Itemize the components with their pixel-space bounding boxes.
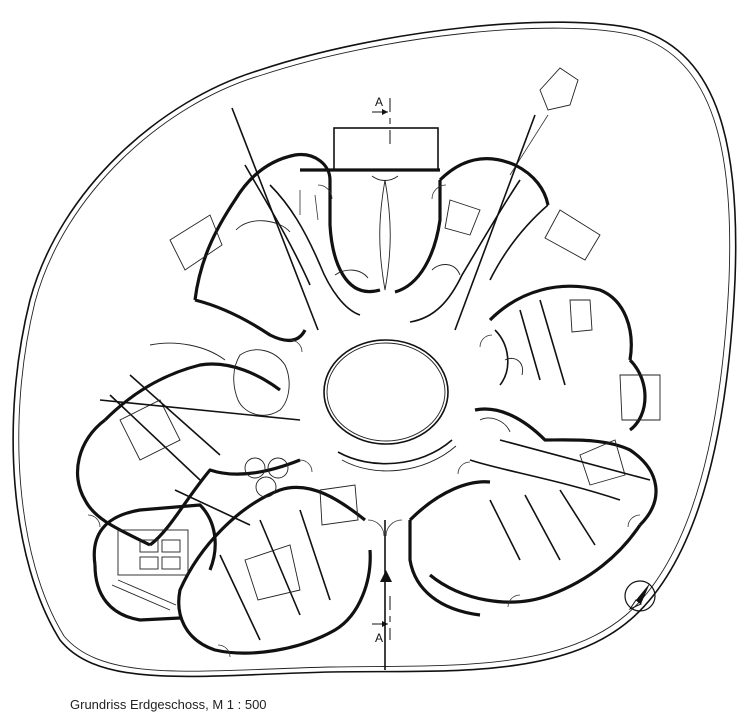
wing-east (488, 284, 661, 432)
wing-southwest (177, 484, 372, 655)
wing-west (76, 342, 301, 547)
north-arrow-icon (624, 580, 656, 612)
section-label-bottom: A (375, 631, 383, 645)
wing-northeast (394, 67, 601, 323)
section-label-top: A (375, 95, 383, 109)
central-hall (323, 339, 457, 472)
door-swings (87, 184, 641, 658)
section-line: A A (372, 95, 391, 645)
entrance-block-top (300, 127, 440, 291)
floor-plan-drawing: A A (12, 21, 737, 678)
main-entrance-arrow (380, 570, 392, 582)
site-boundary (12, 21, 737, 678)
wing-northwest (169, 153, 381, 343)
wing-southeast (408, 407, 658, 617)
kitchen-block (92, 503, 217, 622)
drawing-caption: Grundriss Erdgeschoss, M 1 : 500 (70, 697, 267, 712)
radial-walls (99, 107, 651, 670)
